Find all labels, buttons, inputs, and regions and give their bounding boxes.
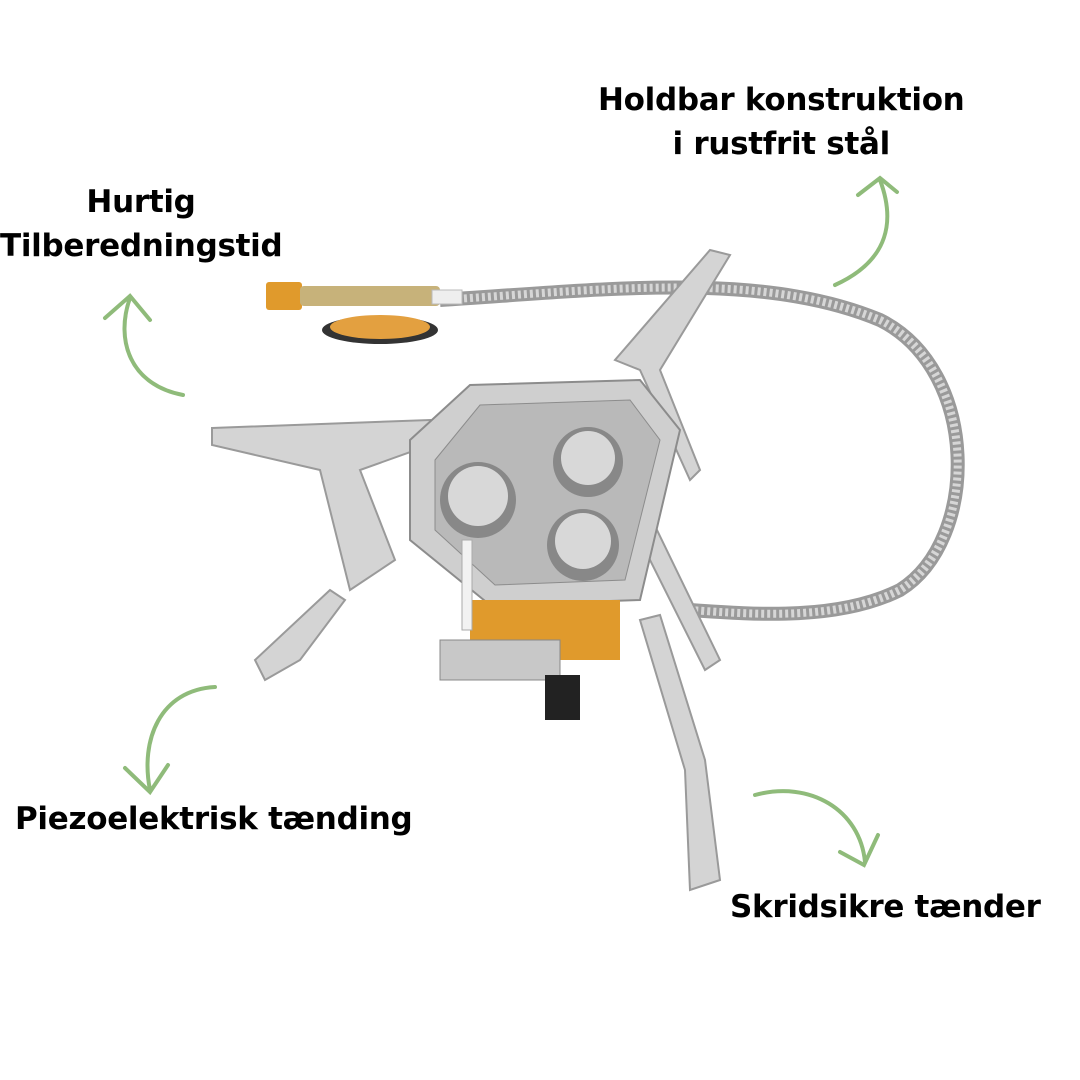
arrow-piezo-icon xyxy=(123,685,217,796)
igniter-assembly xyxy=(439,539,620,720)
pot-supports xyxy=(211,248,732,892)
feature-durable-line1: Holdbar konstruktion xyxy=(598,82,965,118)
gas-connector xyxy=(266,282,463,344)
arrow-durable-icon xyxy=(833,175,899,287)
burner-heads xyxy=(440,427,623,581)
arrows xyxy=(103,175,899,868)
feature-nonslip-teeth: Skridsikre tænder xyxy=(730,889,1041,925)
feature-fast-line2: Tilberedningstid xyxy=(0,228,283,264)
feature-piezo-ignition: Piezoelektrisk tænding xyxy=(15,801,413,837)
arrow-nonslip-icon xyxy=(753,789,880,868)
feature-durable-construction: Holdbar konstruktion i rustfrit stål xyxy=(598,78,965,166)
arrow-fast-icon xyxy=(103,293,185,397)
feature-durable-line2: i rustfrit stål xyxy=(672,126,891,162)
feature-fast-line1: Hurtig xyxy=(86,184,196,220)
feature-fast-cooking: Hurtig Tilberedningstid xyxy=(0,180,283,268)
